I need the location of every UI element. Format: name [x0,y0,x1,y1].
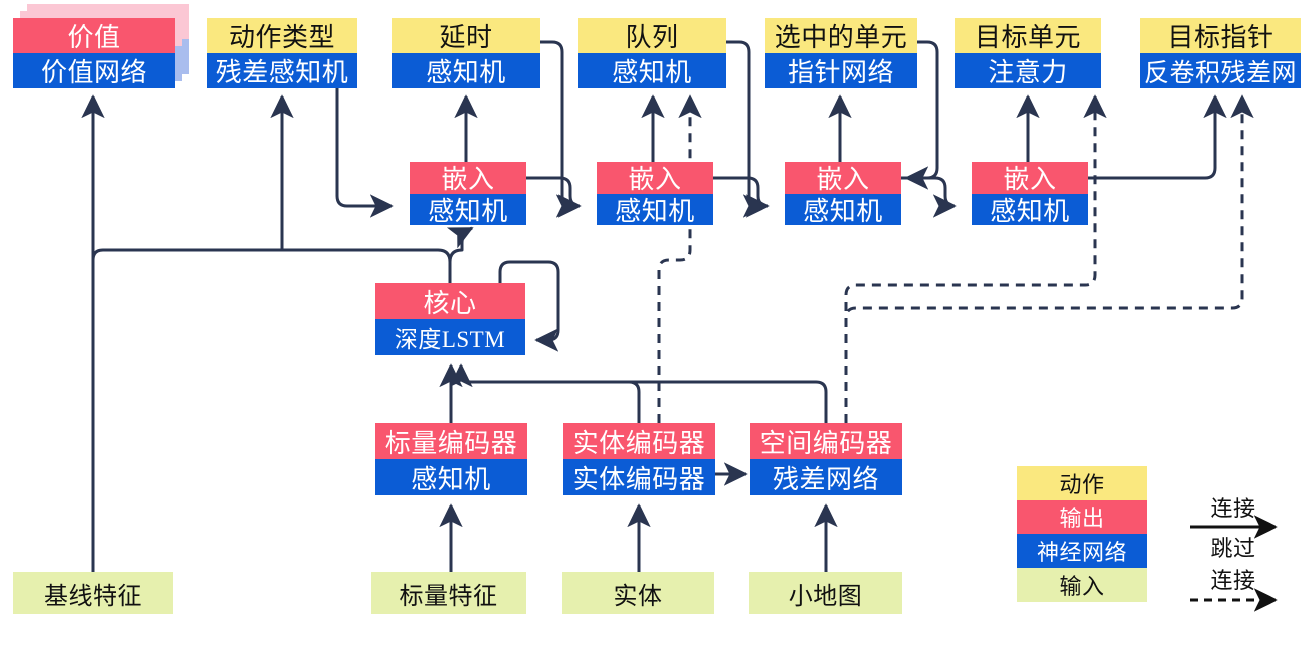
node-embed3-bottom-label: 感知机 [785,193,901,226]
node-embed2[interactable]: 嵌入感知机 [597,162,713,226]
node-value-bottom-label: 价值网络 [13,53,175,88]
legend-network-label: 神经网络 [1036,540,1127,565]
node-target_unit-top-label: 目标单元 [955,18,1101,53]
node-spatial_enc[interactable]: 空间编码器残差网络 [750,423,902,495]
skip-spatialenc-to-targetpointer [844,94,1254,423]
skip-spatialenc-to-targetunit [844,94,1107,423]
node-entity_enc-bottom-label: 实体编码器 [563,459,715,495]
node-target_point-top-label: 目标指针 [1140,18,1301,53]
legend-skip-label-line1: 跳过 [1210,536,1256,561]
legend-swatch-network: 神经网络 [1017,534,1147,568]
node-embed4-bottom-label: 感知机 [972,193,1088,226]
node-spatial_enc-bottom-label: 残差网络 [750,459,902,495]
edge-entityenc-to-core [449,363,641,423]
node-entity_enc-top-label: 实体编码器 [563,423,715,459]
node-embed1-bottom-label: 感知机 [410,193,526,226]
node-spatial_enc-top-label: 空间编码器 [750,423,902,459]
node-action_type-top-label: 动作类型 [207,18,357,53]
node-queue-top-label: 队列 [578,18,726,53]
edge-embed4-to-targetpointer [1088,94,1227,180]
legend-skip-label-line2: 连接 [1210,568,1256,593]
node-embed2-top-label: 嵌入 [597,162,713,194]
node-embed1-top-label: 嵌入 [410,162,526,194]
node-core-bottom-label: 深度LSTM [375,319,525,355]
node-target_unit-bottom-label: 注意力 [955,53,1101,88]
node-target_point[interactable]: 目标指针反卷积残差网 [1140,18,1301,88]
legend-connect-label: 连接 [1210,496,1256,521]
node-selected-bottom-label: 指针网络 [765,53,917,88]
node-selected[interactable]: 选中的单元指针网络 [765,18,917,88]
node-delay[interactable]: 延时感知机 [392,18,540,88]
node-embed3[interactable]: 嵌入感知机 [785,162,901,226]
node-action_type[interactable]: 动作类型残差感知机 [207,18,357,88]
node-scalar_enc[interactable]: 标量编码器感知机 [375,423,527,495]
legend-output-label: 输出 [1059,506,1105,531]
legend-arrow-group [1190,515,1278,612]
node-scalar_enc-top-label: 标量编码器 [375,423,527,459]
node-core-top-label: 核心 [375,283,525,319]
legend-input-label: 输入 [1059,574,1105,599]
skip-entityenc-to-selected [657,94,702,423]
edge-core-to-embed1 [446,226,474,283]
edge-delay-to-chain [540,40,580,218]
node-value-top-label: 价值 [13,18,175,53]
node-delay-top-label: 延时 [392,18,540,53]
legend-swatch-input: 输入 [1017,568,1147,602]
node-embed3-top-label: 嵌入 [785,162,901,194]
node-delay-bottom-label: 感知机 [392,53,540,88]
node-value[interactable]: 价值价值网络 [13,18,175,88]
legend-swatch-action: 动作 [1017,466,1147,500]
edge-embed2-to-embed3 [713,176,770,218]
input-node-minimap[interactable]: 小地图 [749,572,902,614]
node-target_point-bottom-label: 反卷积残差网 [1140,53,1301,88]
edge-spatialenc-to-core [471,380,828,423]
node-embed2-bottom-label: 感知机 [597,193,713,226]
node-embed4[interactable]: 嵌入感知机 [972,162,1088,226]
edge-queue-to-chain [726,40,767,218]
edge-core-recurrent [498,260,560,352]
node-target_unit[interactable]: 目标单元注意力 [955,18,1101,88]
legend-action-label: 动作 [1059,472,1105,497]
edge-embed3-to-embed4 [901,176,957,218]
node-selected-top-label: 选中的单元 [765,18,917,53]
node-embed1[interactable]: 嵌入感知机 [410,162,526,226]
edge-embed1-to-embed2 [526,176,582,218]
node-entity_enc[interactable]: 实体编码器实体编码器 [563,423,715,495]
legend-swatches: 动作 输出 神经网络 输入 [1017,466,1147,602]
input-node-baseline_feat[interactable]: 基线特征 [13,572,173,614]
node-core[interactable]: 核心深度LSTM [375,283,525,355]
node-action_type-bottom-label: 残差感知机 [207,53,357,88]
input-node-entities[interactable]: 实体 [562,572,714,614]
legend-swatch-output: 输出 [1017,500,1147,534]
node-embed4-top-label: 嵌入 [972,162,1088,194]
node-queue-bottom-label: 感知机 [578,53,726,88]
node-queue[interactable]: 队列感知机 [578,18,726,88]
input-node-scalar_feat[interactable]: 标量特征 [371,572,526,614]
node-scalar_enc-bottom-label: 感知机 [375,459,527,495]
